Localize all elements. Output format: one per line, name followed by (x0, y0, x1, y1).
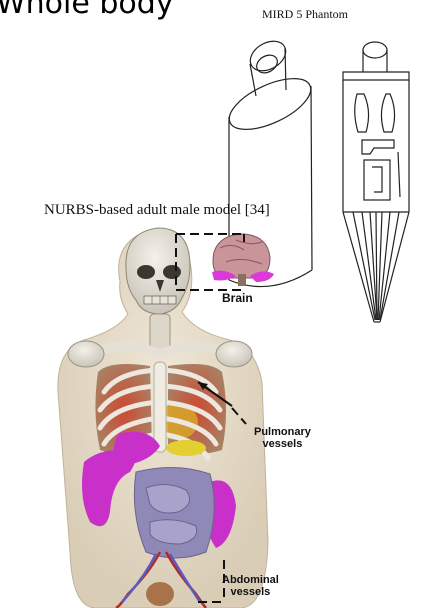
left-shoulder-joint (68, 341, 104, 367)
nurbs-model-title: NURBS-based adult male model [34] (44, 202, 270, 219)
stomach (166, 440, 206, 456)
pulmonary-vessels-label: Pulmonary vessels (254, 426, 311, 450)
pulmonary-label-line1: Pulmonary (254, 426, 311, 438)
brain-label: Brain (222, 292, 253, 304)
sternum (154, 362, 166, 452)
abdominal-vessels-label: Abdominal vessels (222, 574, 279, 598)
nurbs-model-figure: Brain Pulmonary vessels Abdominal vessel… (0, 222, 421, 608)
mird-phantom-title: MIRD 5 Phantom (262, 7, 348, 22)
bladder (146, 582, 174, 606)
intestines (134, 467, 214, 558)
right-shoulder-joint (216, 341, 252, 367)
pulmonary-label-line2: vessels (254, 438, 311, 450)
abdominal-label-line1: Abdominal (222, 574, 279, 586)
page-heading: Whole body (0, 0, 174, 21)
abdominal-label-line2: vessels (222, 586, 279, 598)
